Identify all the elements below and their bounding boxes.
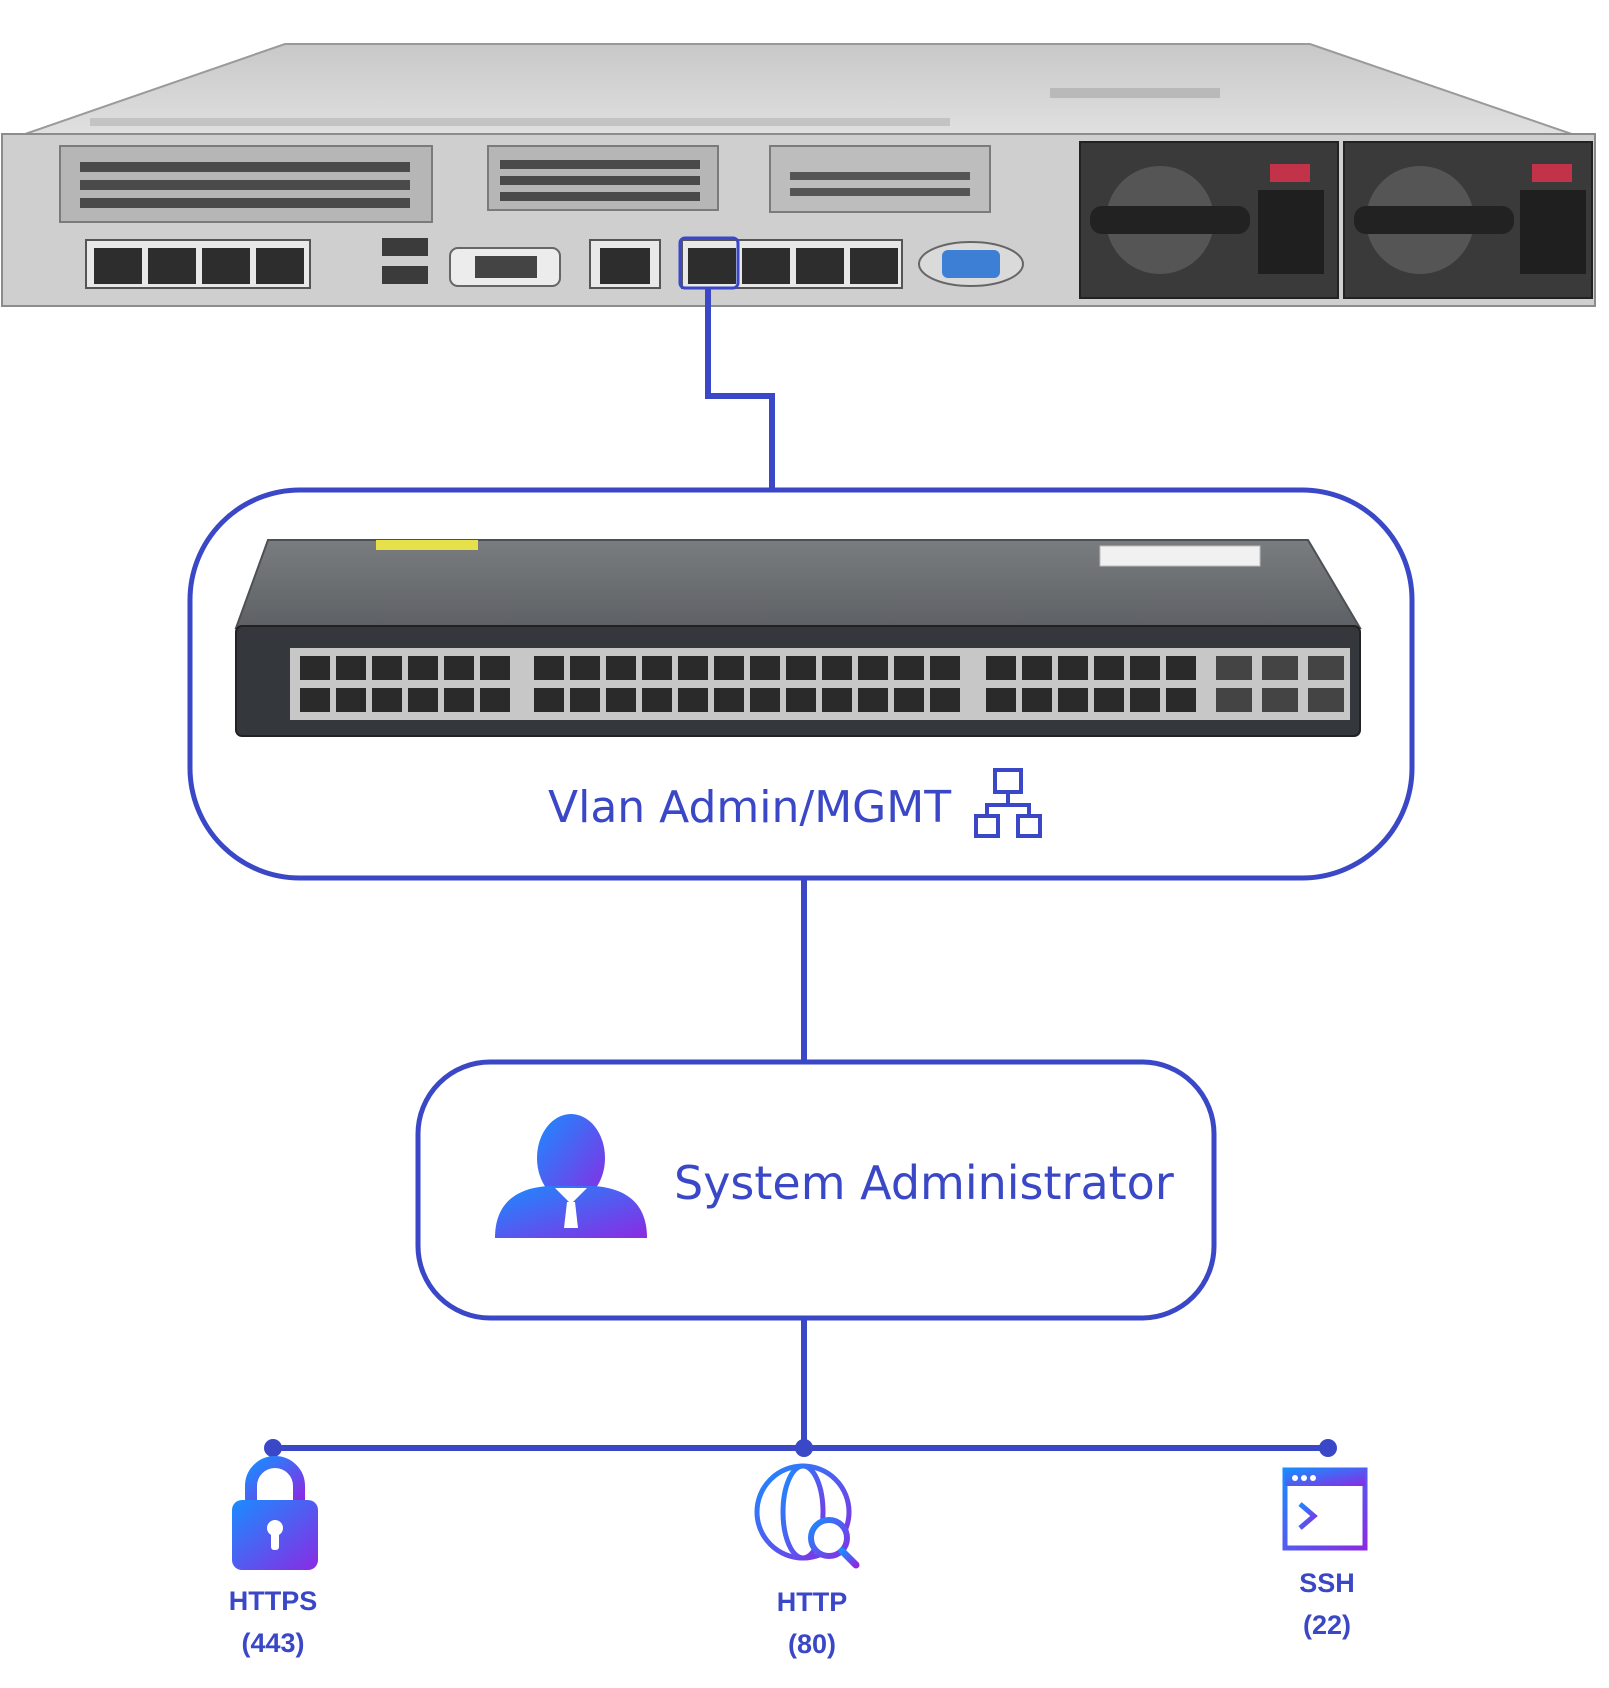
- switch-uplink-port: [1308, 688, 1344, 712]
- switch-port: [986, 688, 1016, 712]
- switch-uplink-port: [1216, 656, 1252, 680]
- switch-port: [714, 656, 744, 680]
- terminal-icon: [1282, 1467, 1368, 1551]
- switch-port: [480, 656, 510, 680]
- admin-zone-boundary: [415, 1059, 1217, 1321]
- switch-uplink-port: [1262, 656, 1298, 680]
- lock-icon: [232, 1456, 318, 1570]
- switch-port: [1166, 656, 1196, 680]
- switch-port: [534, 688, 564, 712]
- switch-port: [1094, 656, 1124, 680]
- switch-port: [1130, 688, 1160, 712]
- switch-port: [1022, 688, 1052, 712]
- switch-port: [300, 688, 330, 712]
- switch-port: [858, 688, 888, 712]
- http-port: (80): [787, 1629, 836, 1659]
- switch-image: [234, 539, 1362, 737]
- switch-port: [986, 656, 1016, 680]
- switch-port: [444, 656, 474, 680]
- user-icon: [495, 1114, 647, 1238]
- https-port: (443): [241, 1628, 305, 1658]
- switch-port: [300, 656, 330, 680]
- ssh-port: (22): [1302, 1610, 1351, 1640]
- switch-port: [642, 656, 672, 680]
- switch-port: [894, 688, 924, 712]
- bus-node-http: [795, 1439, 813, 1457]
- bus-node-https: [264, 1439, 282, 1457]
- switch-port: [408, 656, 438, 680]
- switch-port: [678, 688, 708, 712]
- switch-port: [822, 656, 852, 680]
- bus-node-ssh: [1319, 1439, 1337, 1457]
- switch-port: [786, 656, 816, 680]
- switch-port: [480, 688, 510, 712]
- switch-port: [1022, 656, 1052, 680]
- switch-port: [678, 656, 708, 680]
- http-label: HTTP (80): [732, 1581, 892, 1665]
- admin-zone-label: System Administrator: [674, 1156, 1174, 1210]
- ssh-name: SSH: [1299, 1568, 1355, 1598]
- switch-uplink-port: [1216, 688, 1252, 712]
- switch-port: [408, 688, 438, 712]
- switch-port: [606, 688, 636, 712]
- switch-port: [1130, 656, 1160, 680]
- switch-port: [714, 688, 744, 712]
- network-icon: [974, 768, 1042, 838]
- globe-search-icon: [754, 1463, 860, 1569]
- switch-port: [1166, 688, 1196, 712]
- server-image: [1, 43, 1596, 307]
- switch-port: [750, 656, 780, 680]
- vlan-zone-label: Vlan Admin/MGMT: [548, 782, 952, 833]
- cable-server-to-switch: [705, 288, 775, 490]
- switch-port: [372, 656, 402, 680]
- switch-port: [894, 656, 924, 680]
- switch-port: [570, 688, 600, 712]
- switch-port: [930, 688, 960, 712]
- switch-port: [570, 656, 600, 680]
- ssh-label: SSH (22): [1247, 1562, 1407, 1646]
- switch-port: [336, 656, 366, 680]
- switch-port: [1058, 656, 1088, 680]
- switch-port: [534, 656, 564, 680]
- switch-port: [1094, 688, 1124, 712]
- https-name: HTTPS: [228, 1586, 318, 1616]
- switch-port: [930, 656, 960, 680]
- switch-port: [1058, 688, 1088, 712]
- https-label: HTTPS (443): [193, 1580, 353, 1664]
- switch-port: [858, 656, 888, 680]
- switch-port: [336, 688, 366, 712]
- switch-port: [642, 688, 672, 712]
- switch-port: [786, 688, 816, 712]
- switch-port: [822, 688, 852, 712]
- switch-uplink-port: [1308, 656, 1344, 680]
- switch-port: [750, 688, 780, 712]
- switch-port: [606, 656, 636, 680]
- http-name: HTTP: [776, 1587, 848, 1617]
- switch-port: [372, 688, 402, 712]
- switch-uplink-port: [1262, 688, 1298, 712]
- switch-port: [444, 688, 474, 712]
